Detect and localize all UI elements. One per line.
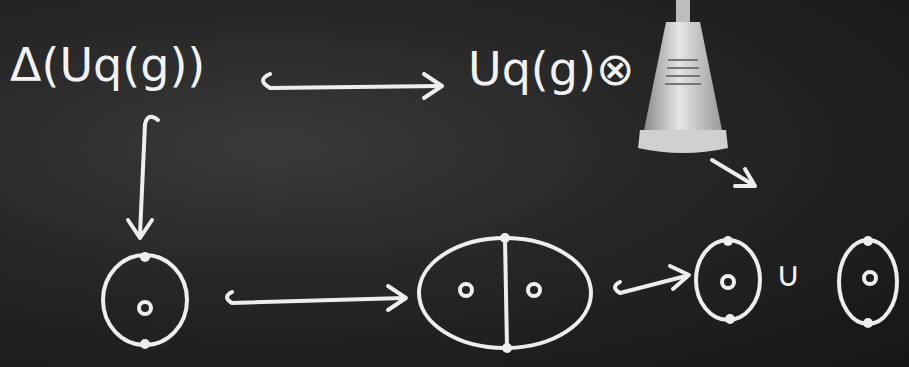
marked-point <box>142 254 148 260</box>
oval-boundary <box>419 238 591 348</box>
arrow-head <box>670 266 689 289</box>
arrow-head <box>735 169 755 186</box>
marked-point <box>865 238 871 244</box>
puncture <box>528 284 540 296</box>
algebra-label: Δ(Uq(g)) <box>10 40 205 91</box>
puncture <box>460 284 472 296</box>
marked-point <box>725 238 731 244</box>
circle-boundary <box>696 240 760 320</box>
hook-arrow <box>140 117 158 234</box>
ceiling-lamp <box>638 0 728 153</box>
hook-arrow <box>263 74 440 88</box>
marked-point <box>727 316 733 322</box>
circle-boundary <box>839 240 897 324</box>
splitting-line <box>505 238 507 348</box>
puncture <box>139 302 151 314</box>
marked-point <box>502 235 508 241</box>
puncture <box>722 276 734 288</box>
circle-boundary <box>103 255 187 345</box>
algebra-label: Uq(g)⊗ <box>468 44 635 95</box>
hook-arrow <box>227 292 404 303</box>
marked-point <box>142 341 148 347</box>
union-symbol: ∪ <box>776 256 801 293</box>
arrow-head <box>128 220 152 238</box>
marked-point <box>865 320 871 326</box>
puncture <box>864 272 876 284</box>
marked-point <box>504 345 510 351</box>
arrow-head <box>388 286 406 310</box>
arrow-head <box>424 74 442 98</box>
